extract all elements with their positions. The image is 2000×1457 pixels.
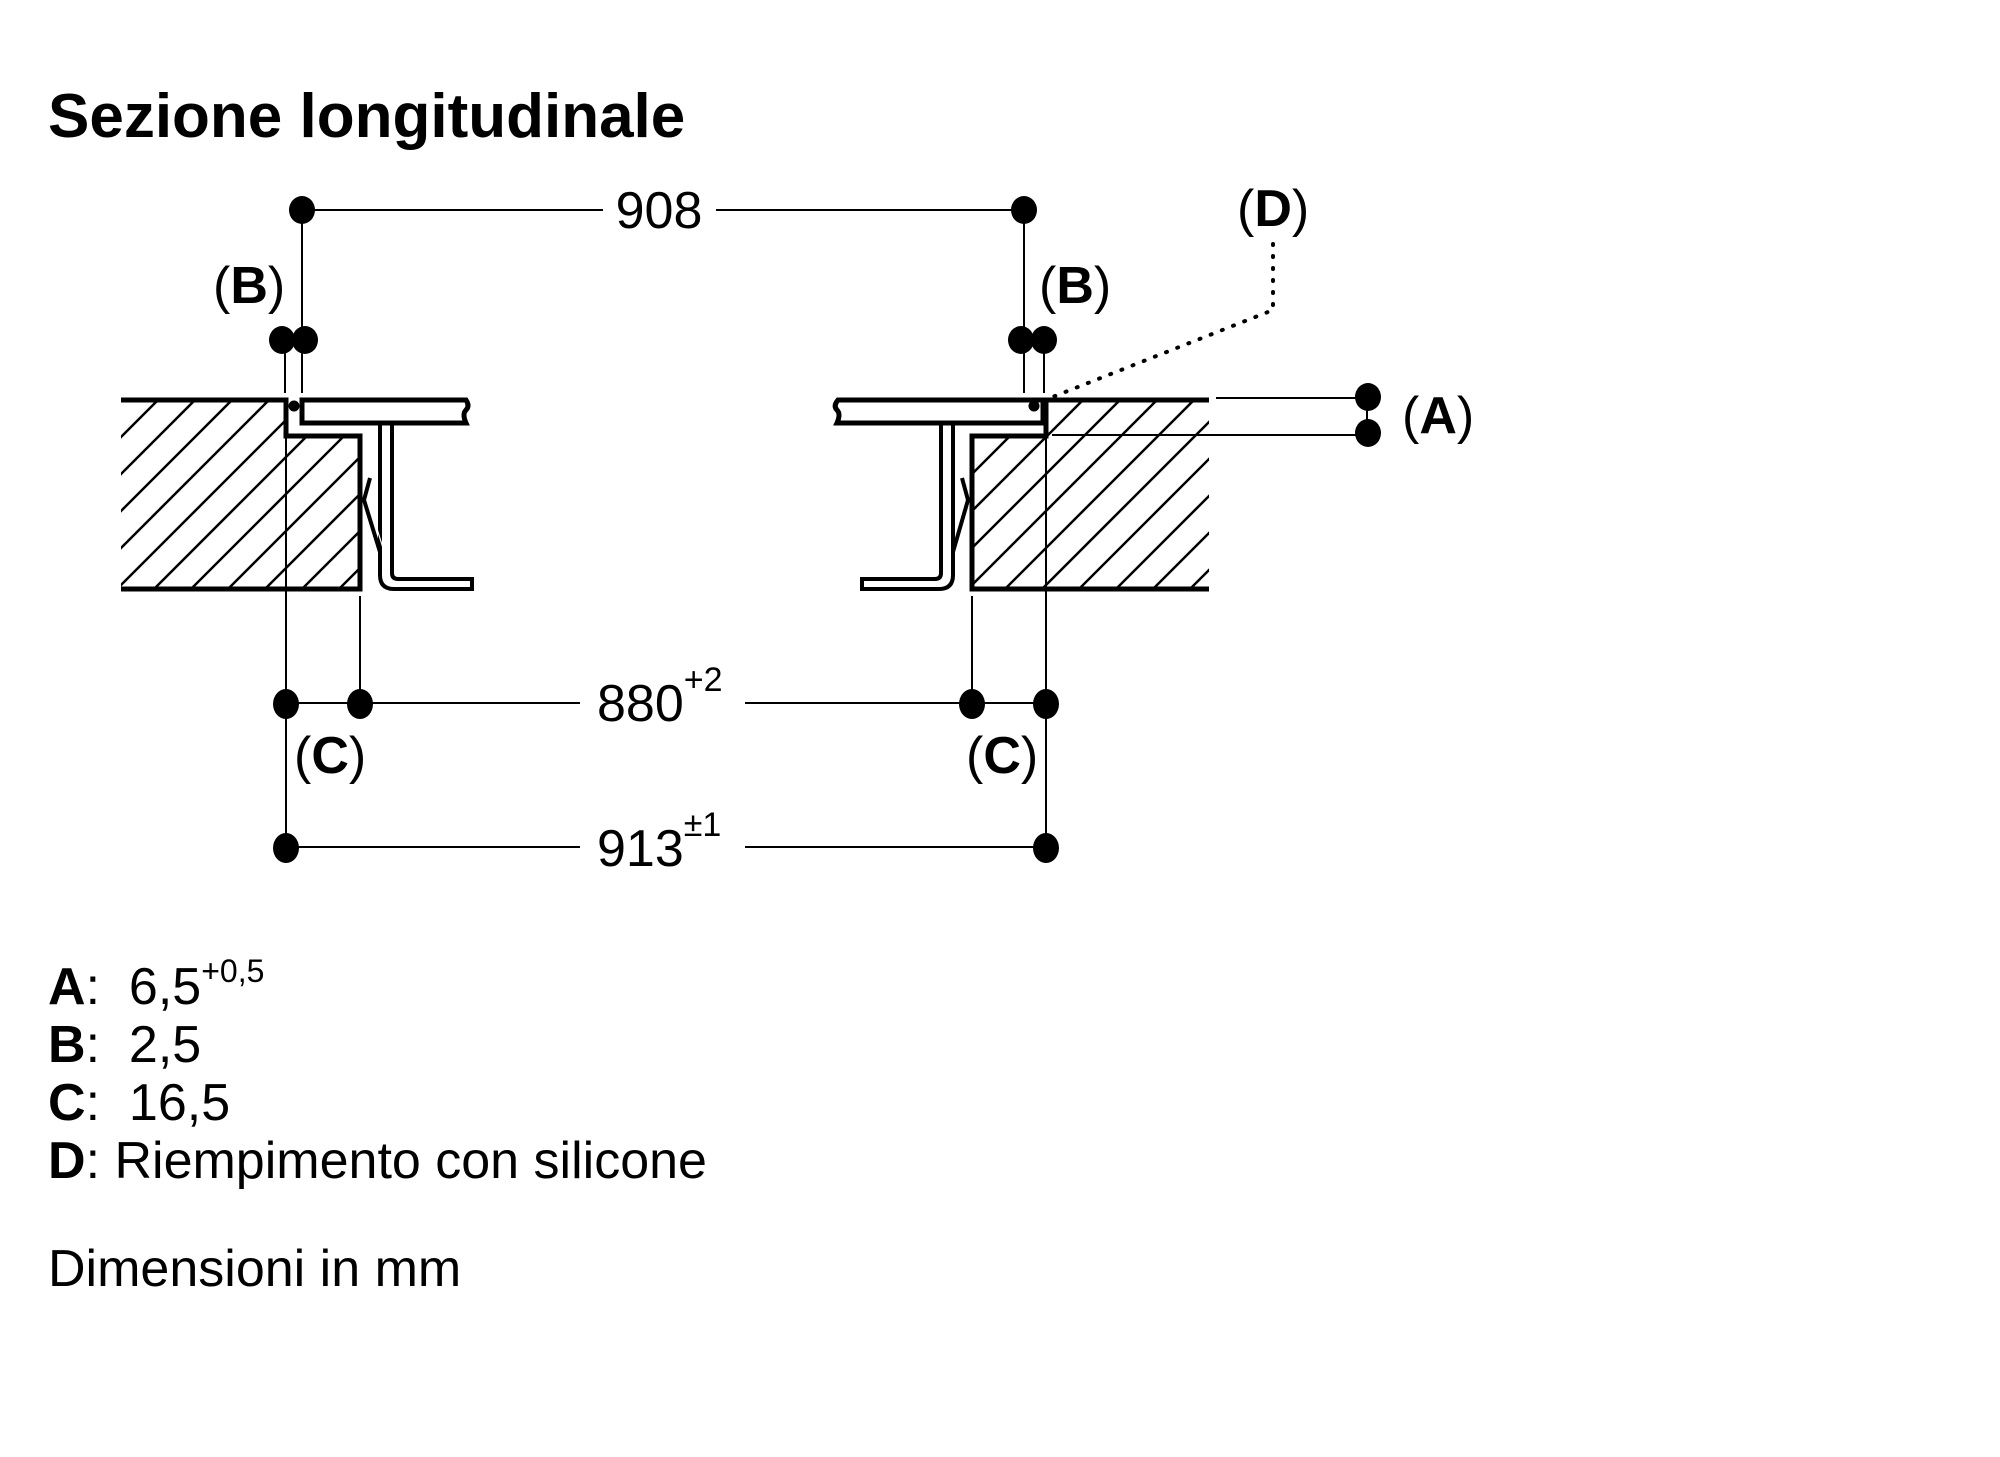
hatch-line bbox=[301, 400, 360, 589]
left-silicone-joint bbox=[288, 400, 300, 412]
callout-b-right: (B) bbox=[1039, 257, 1111, 315]
hatch-line bbox=[1004, 400, 1195, 589]
legend-key: D bbox=[48, 1132, 86, 1190]
right-countertop-outline bbox=[969, 397, 1209, 592]
dimension-dot bbox=[273, 833, 299, 863]
callout-b-left: (B) bbox=[213, 257, 285, 315]
right-hob-edge bbox=[832, 397, 1046, 591]
legend-item-b: B: 2,5 bbox=[48, 1016, 202, 1074]
dimension-dot bbox=[959, 689, 985, 719]
hatch-line bbox=[450, 400, 639, 589]
left-spring-clip bbox=[361, 477, 382, 553]
hatch-line bbox=[121, 400, 270, 589]
right-silicone-joint bbox=[1028, 400, 1040, 412]
left-glass-panel bbox=[299, 397, 471, 426]
dimension-913-label: 913±1 bbox=[597, 806, 721, 878]
hatch-line bbox=[121, 400, 159, 589]
hatch-line bbox=[487, 400, 676, 589]
callout-d-leader bbox=[1048, 242, 1275, 400]
hatch-line bbox=[1041, 400, 1209, 589]
dimension-dot bbox=[292, 326, 318, 354]
dimension-a bbox=[1052, 383, 1381, 447]
hatch-line bbox=[972, 400, 1010, 589]
legend-value: 16,5 bbox=[128, 1074, 231, 1132]
dimension-dot bbox=[273, 689, 299, 719]
legend: A: 6,5+0,5 B: 2,5 C: 16,5 D: Riempimento… bbox=[48, 953, 707, 1190]
hatch-line bbox=[121, 400, 233, 589]
dimension-b-right bbox=[1008, 326, 1057, 393]
dimension-dot bbox=[1031, 326, 1057, 354]
hatch-line bbox=[227, 400, 360, 589]
right-spring-clip bbox=[951, 477, 971, 553]
units-note: Dimensioni in mm bbox=[48, 1240, 462, 1298]
dimension-dot bbox=[289, 196, 315, 224]
right-mounting-bracket bbox=[860, 423, 955, 591]
legend-item-a: A: 6,5+0,5 bbox=[48, 953, 265, 1016]
dimension-908-label: 908 bbox=[616, 182, 703, 240]
dimension-913 bbox=[273, 833, 1059, 863]
legend-key: C bbox=[48, 1074, 86, 1132]
left-mounting-bracket bbox=[378, 423, 474, 591]
extension-lines bbox=[285, 436, 1047, 847]
hatch-line bbox=[1078, 400, 1209, 589]
left-countertop-outline bbox=[121, 397, 363, 592]
left-countertop-section bbox=[121, 397, 713, 592]
callout-c-left: (C) bbox=[294, 727, 366, 785]
legend-key: B bbox=[48, 1016, 86, 1074]
dimension-dot bbox=[1033, 833, 1059, 863]
callout-d: (D) bbox=[1237, 180, 1309, 238]
dimension-dot bbox=[1008, 326, 1034, 354]
hatch-line bbox=[1227, 400, 1416, 589]
callout-c-right: (C) bbox=[966, 727, 1038, 785]
dimension-880-label: 880+2 bbox=[597, 661, 723, 733]
dimension-dot bbox=[1355, 383, 1381, 411]
hatch-line bbox=[972, 400, 973, 589]
callout-a: (A) bbox=[1402, 387, 1474, 445]
dimension-b-left bbox=[269, 326, 318, 393]
legend-key: A bbox=[48, 958, 86, 1016]
dimension-dot bbox=[269, 326, 295, 354]
left-hob-edge bbox=[288, 397, 474, 591]
hatch-line bbox=[1115, 400, 1209, 589]
hatch-line bbox=[972, 400, 1084, 589]
legend-value: Riempimento con silicone bbox=[114, 1132, 707, 1190]
hatch-line bbox=[972, 400, 1121, 589]
legend-item-d: D: Riempimento con silicone bbox=[48, 1132, 707, 1190]
legend-value: 6,5 bbox=[128, 958, 202, 1016]
hatch-line bbox=[121, 400, 307, 589]
hatch-line bbox=[376, 400, 565, 589]
dimension-dot bbox=[347, 689, 373, 719]
legend-value: 2,5 bbox=[128, 1016, 202, 1074]
left-countertop-hatching bbox=[121, 400, 713, 589]
hatch-line bbox=[153, 400, 344, 589]
dimension-908 bbox=[289, 196, 1037, 340]
hatch-line bbox=[1189, 400, 1209, 589]
dimension-dot bbox=[1355, 419, 1381, 447]
hatch-line bbox=[121, 400, 122, 589]
hatch-line bbox=[524, 400, 713, 589]
dimension-880 bbox=[273, 689, 1059, 719]
hatch-line bbox=[1152, 400, 1209, 589]
dimension-dot bbox=[1011, 196, 1037, 224]
hatch-line bbox=[121, 400, 196, 589]
diagram-title: Sezione longitudinale bbox=[48, 82, 686, 151]
legend-item-c: C: 16,5 bbox=[48, 1074, 231, 1132]
hatch-line bbox=[972, 400, 1158, 589]
dimension-dot bbox=[1033, 689, 1059, 719]
right-glass-panel bbox=[832, 397, 1046, 426]
legend-tolerance: +0,5 bbox=[201, 953, 265, 989]
hatch-line bbox=[413, 400, 602, 589]
